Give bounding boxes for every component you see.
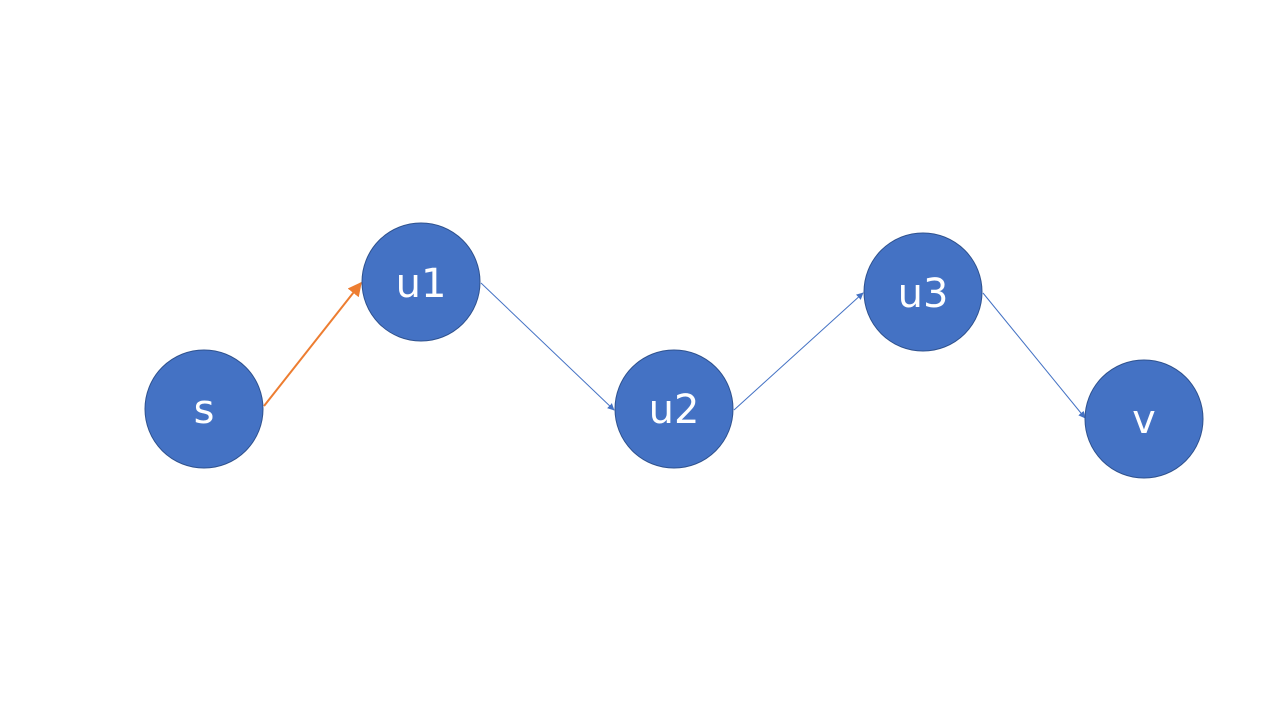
- node-u1: u1: [361, 222, 481, 342]
- edge-u1-u2: [480, 282, 615, 411]
- edge-s-u1: [263, 281, 362, 407]
- node-label-v: v: [1132, 397, 1156, 443]
- edge-u2-u3: [733, 292, 864, 411]
- node-label-u2: u2: [649, 387, 700, 433]
- node-s: s: [144, 349, 264, 469]
- node-label-s: s: [194, 387, 215, 433]
- edge-u3-v: [982, 292, 1086, 419]
- node-u3: u3: [863, 232, 983, 352]
- node-u2: u2: [614, 349, 734, 469]
- node-label-u3: u3: [898, 271, 949, 317]
- node-label-u1: u1: [396, 261, 447, 307]
- edges: [263, 281, 1086, 419]
- node-v: v: [1084, 359, 1204, 479]
